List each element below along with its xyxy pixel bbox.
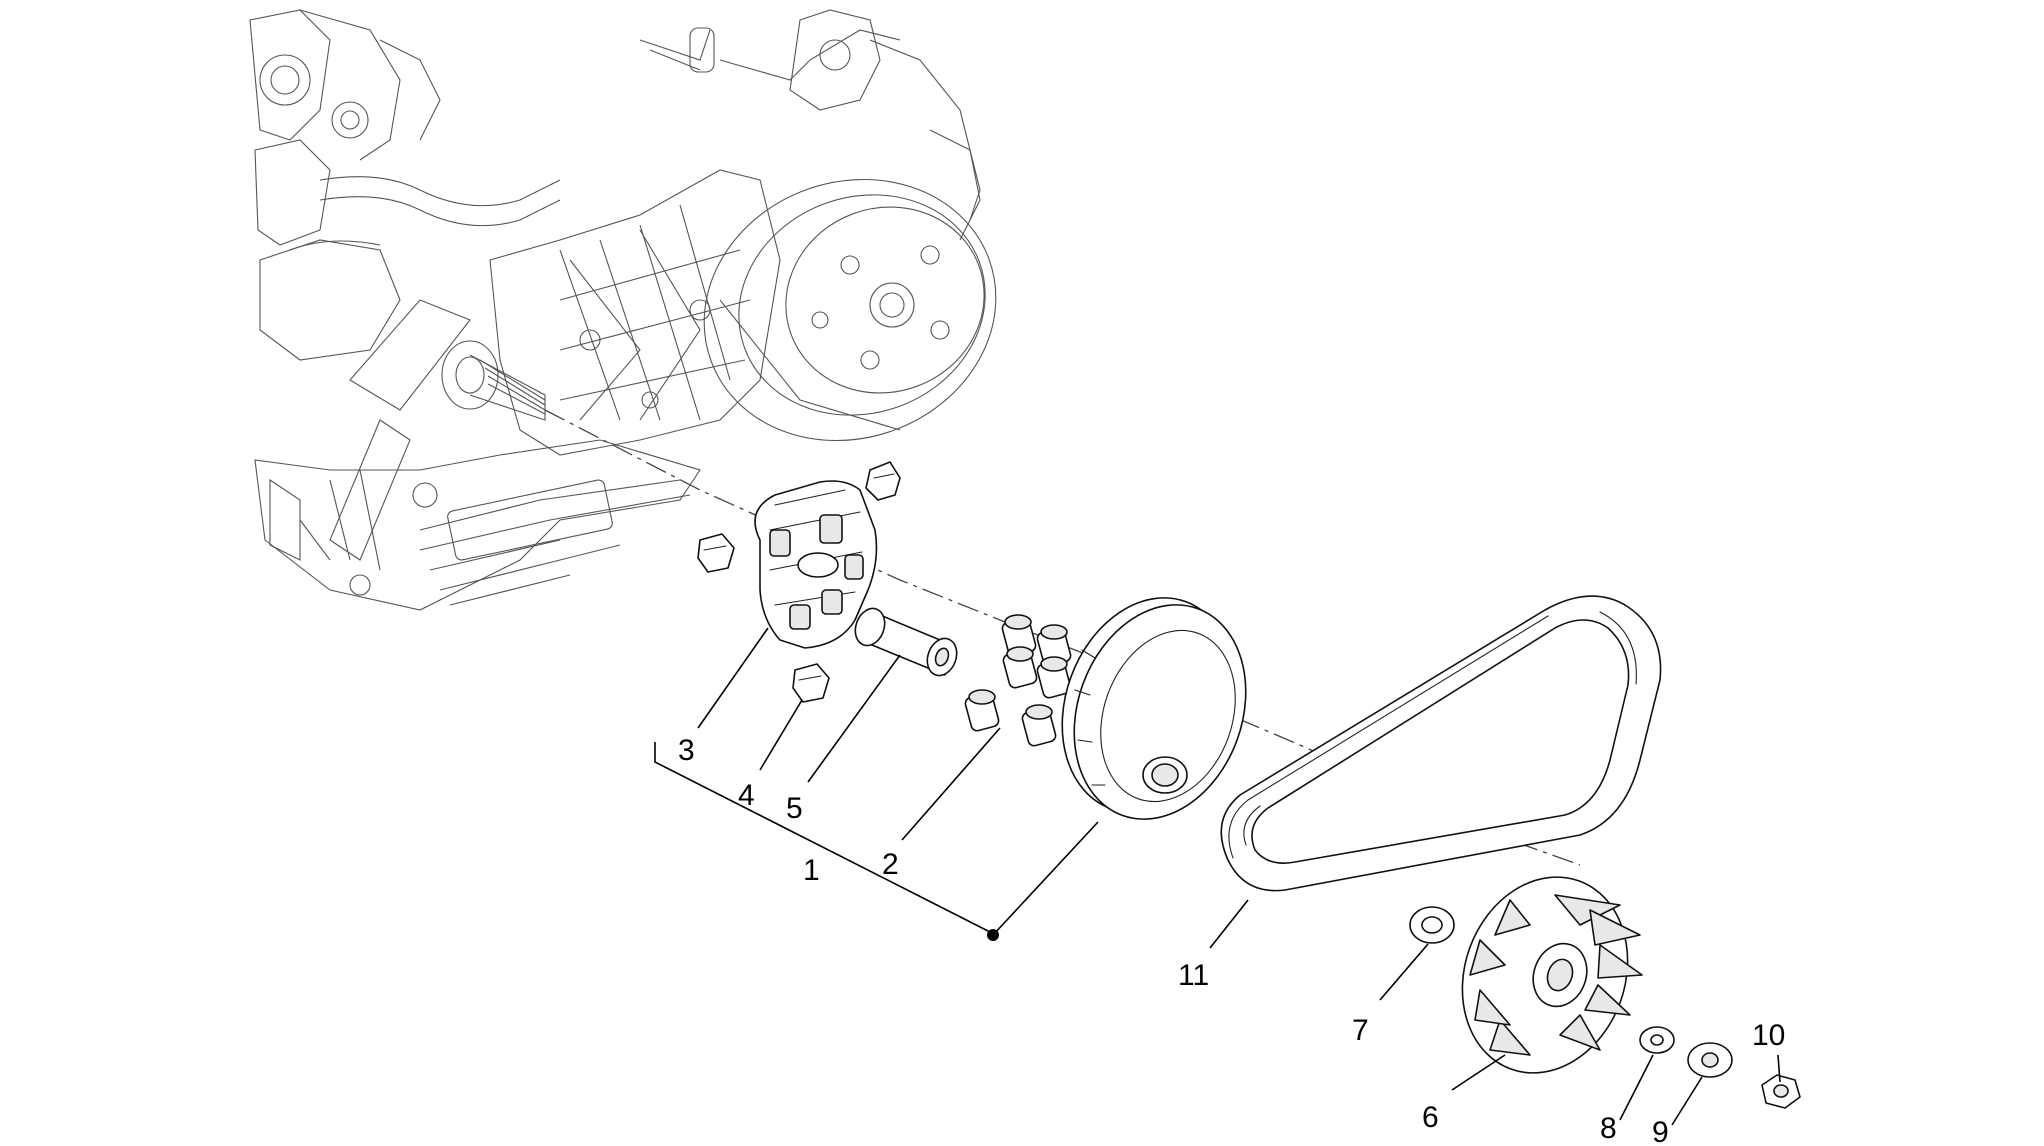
fan-pulley-half xyxy=(1461,876,1643,1074)
label-part-8: 8 xyxy=(1600,1112,1617,1145)
roller-3 xyxy=(1002,646,1038,689)
roller-4 xyxy=(1036,656,1072,699)
roller-5 xyxy=(964,689,1000,732)
ramp-plate xyxy=(754,480,878,649)
hex-nut-10 xyxy=(1761,1074,1801,1109)
slider-shoe-bottom xyxy=(792,663,830,703)
label-part-6: 6 xyxy=(1422,1101,1439,1134)
slider-shoe-top xyxy=(865,461,901,501)
slider-shoe-left xyxy=(697,533,735,573)
roller-1 xyxy=(1001,614,1037,657)
label-part-3: 3 xyxy=(678,734,695,767)
roller-6 xyxy=(1021,704,1057,747)
part-labels: 3 4 5 1 2 11 7 10 6 8 9 xyxy=(678,734,1785,1146)
label-part-7: 7 xyxy=(1352,1014,1369,1047)
label-part-1: 1 xyxy=(803,854,820,887)
drive-belt xyxy=(1220,595,1662,892)
splined-shaft-left xyxy=(441,340,546,421)
roller-weights xyxy=(964,614,1072,747)
label-part-11: 11 xyxy=(1178,959,1209,992)
label-part-4: 4 xyxy=(738,779,755,812)
engine-crankcase-illustration xyxy=(249,9,997,611)
label-part-2: 2 xyxy=(882,848,899,881)
movable-pulley-half xyxy=(1061,597,1247,820)
roller-2 xyxy=(1036,624,1072,667)
washer-8 xyxy=(1639,1026,1675,1054)
label-part-5: 5 xyxy=(786,792,803,825)
clutch-housing xyxy=(703,178,997,442)
spring-washer-9 xyxy=(1687,1042,1733,1078)
label-part-9: 9 xyxy=(1652,1116,1669,1146)
washer-small xyxy=(1409,906,1455,944)
leader-lines xyxy=(654,627,1781,1126)
spacer-bushing xyxy=(854,607,958,677)
label-part-10: 10 xyxy=(1752,1019,1785,1052)
